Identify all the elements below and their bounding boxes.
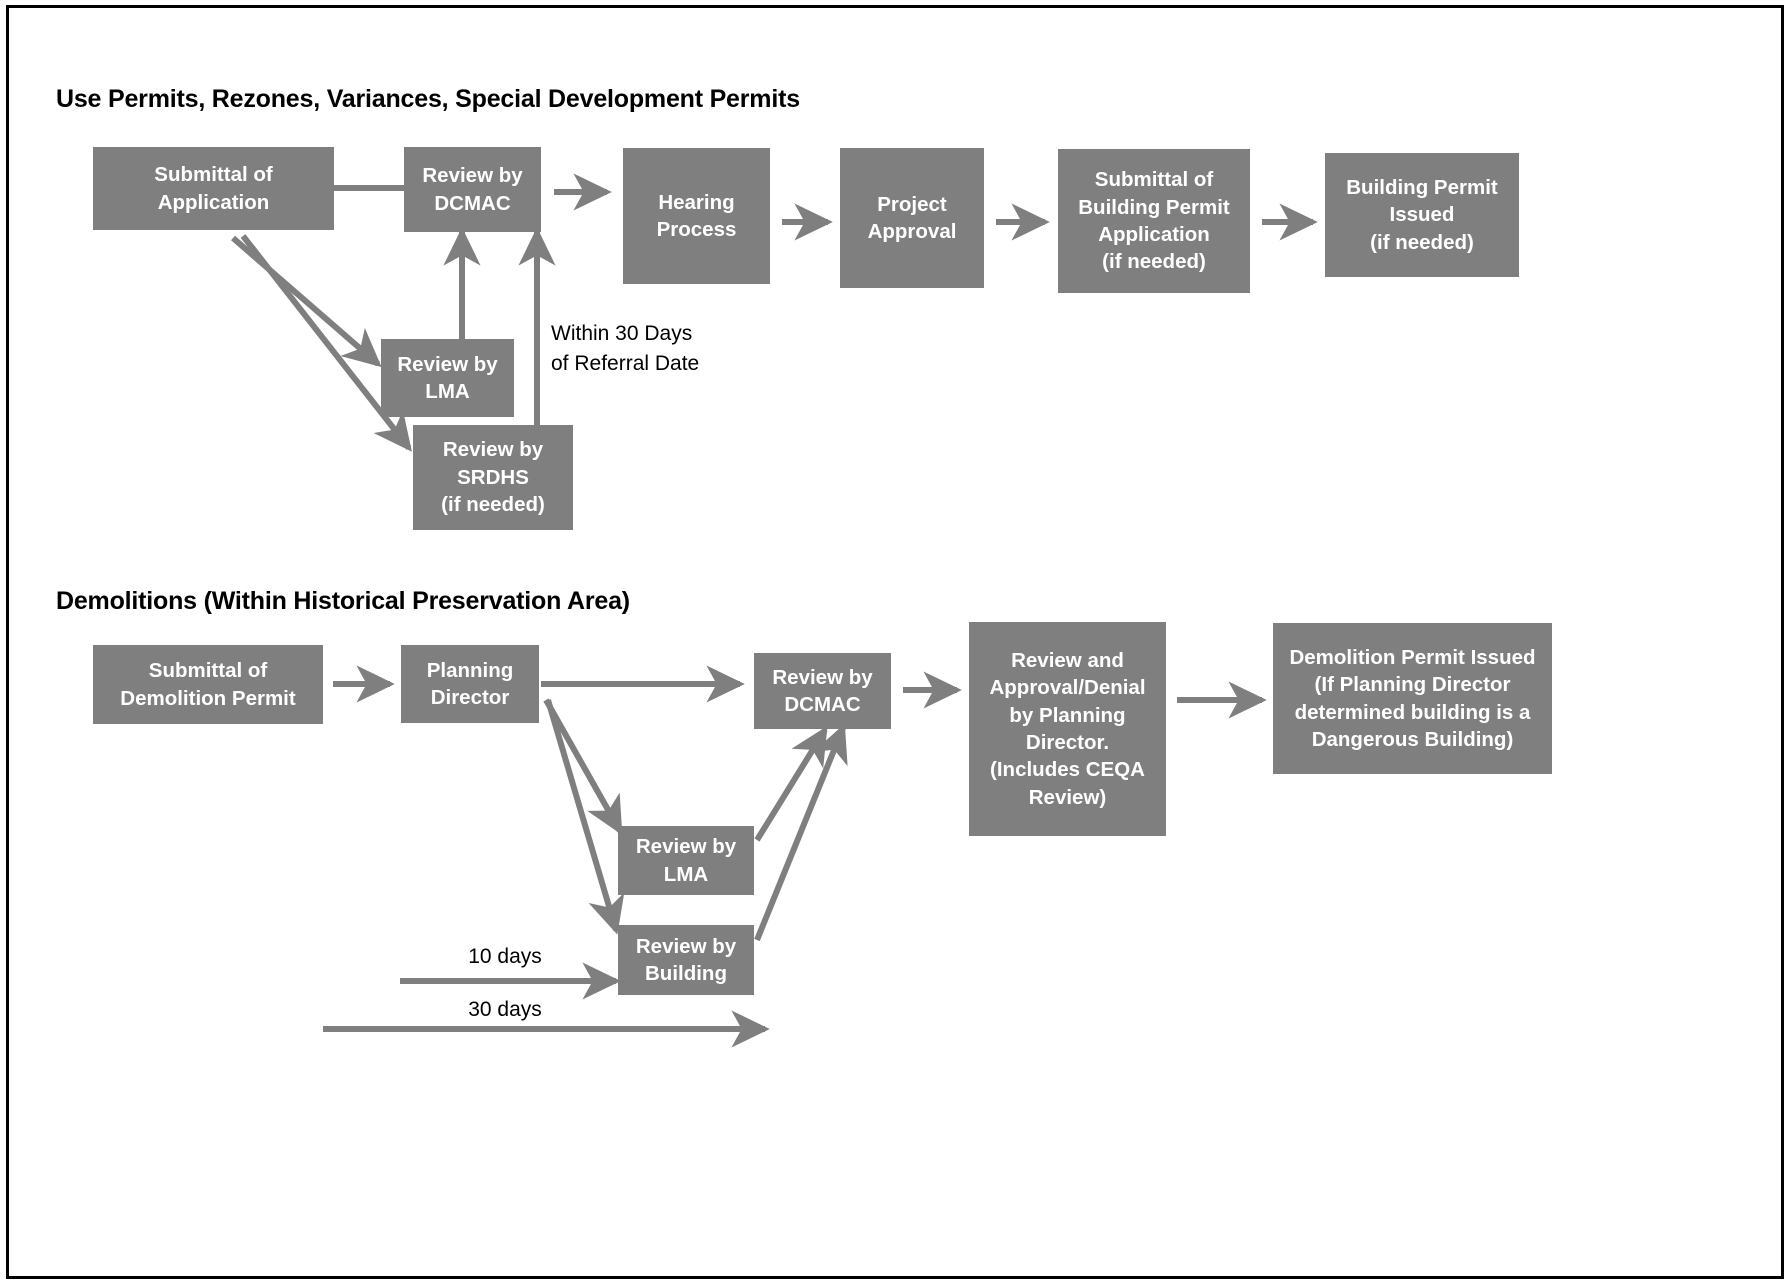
- edge-submittal-to-lma: [231, 235, 382, 368]
- edge-building-to-dcmac2: [754, 723, 848, 942]
- node-demolition-permit-issued[interactable]: Demolition Permit Issued(If Planning Dir…: [1273, 623, 1552, 774]
- node-label: Demolition Permit Issued(If Planning Dir…: [1289, 645, 1536, 751]
- edge-lma2-to-dcmac2: [754, 725, 828, 842]
- edge-planning-to-lma2: [543, 698, 623, 836]
- edge-label-30-days: 30 days: [468, 998, 542, 1021]
- edge-planning-to-building: [545, 699, 625, 935]
- section-title-demolitions: Demolitions (Within Historical Preservat…: [56, 587, 630, 615]
- section-title-use-permits: Use Permits, Rezones, Variances, Special…: [56, 85, 800, 113]
- edge-label-10-days: 10 days: [468, 945, 542, 968]
